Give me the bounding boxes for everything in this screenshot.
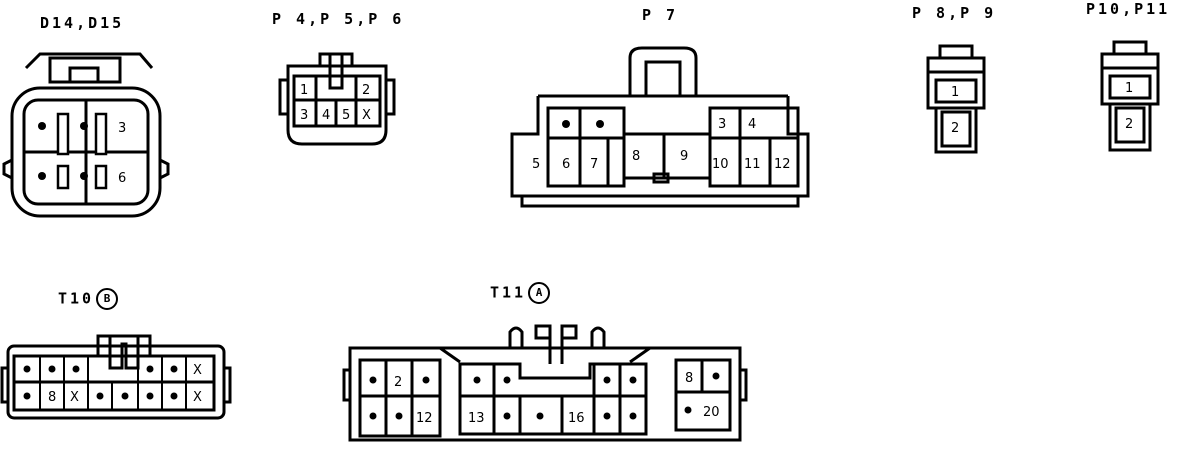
connector-p8-p9: 1 2 [926, 44, 986, 154]
label-p7: P 7 [642, 6, 679, 24]
pin-dot [38, 122, 46, 130]
pin-label: 2 [1125, 117, 1133, 132]
pin-dot [596, 120, 604, 128]
pin-label: 4 [748, 117, 756, 132]
pin-dot [603, 412, 611, 420]
pin-label: 2 [394, 375, 402, 390]
pin-dot [48, 365, 56, 373]
pin-dot [395, 412, 403, 420]
pin-dot [80, 172, 88, 180]
pin-dot [422, 376, 430, 384]
pin-dot [146, 392, 154, 400]
pin-dot [562, 120, 570, 128]
pin-label: 11 [744, 157, 761, 172]
label-t10-text: T10 [58, 289, 95, 308]
pin-dot [369, 412, 377, 420]
connector-t10: X 8 X X [0, 334, 232, 420]
label-t11-text: T11 [490, 283, 527, 302]
pin-label: 8 [632, 149, 640, 164]
label-p8-p9: P 8,P 9 [912, 4, 997, 22]
pin-dot [96, 392, 104, 400]
pin-label: 6 [562, 157, 570, 172]
pin-label: 10 [712, 157, 729, 172]
pin-dot [629, 376, 637, 384]
pin-label: X [70, 390, 79, 405]
pin-label: 16 [568, 411, 585, 426]
pin-label: 13 [468, 411, 485, 426]
connector-p7: 3 4 5 6 7 8 9 10 11 12 [510, 46, 810, 208]
circled-letter-badge: B [96, 288, 119, 310]
pin-dot [503, 412, 511, 420]
pin-dot [121, 392, 129, 400]
pin-dot [170, 392, 178, 400]
connector-d14-d15: 3 6 [2, 52, 170, 218]
connector-p4-p5-p6: 1 2 3 4 5 X [278, 52, 396, 146]
pin-label: 12 [416, 411, 433, 426]
pin-label: 1 [300, 83, 308, 98]
pin-label: X [193, 363, 202, 378]
circled-letter-badge: A [528, 282, 551, 304]
pin-label: 4 [322, 108, 330, 123]
pin-label: 20 [703, 405, 720, 420]
pin-label: 9 [680, 149, 688, 164]
pin-label: 12 [774, 157, 791, 172]
pin-label: 5 [532, 157, 540, 172]
pin-label: 7 [590, 157, 598, 172]
label-d14-d15: D14,D15 [40, 14, 125, 32]
pin-dot [80, 122, 88, 130]
pin-label: 3 [718, 117, 726, 132]
pin-dot [170, 365, 178, 373]
pin-label: 2 [362, 83, 370, 98]
pin-label: X [193, 390, 202, 405]
pin-label: 3 [118, 121, 126, 136]
pin-dot [72, 365, 80, 373]
pin-dot [23, 392, 31, 400]
pin-label: 8 [48, 390, 56, 405]
pin-dot [473, 376, 481, 384]
pin-label: 8 [685, 371, 693, 386]
pin-label: 3 [300, 108, 308, 123]
connector-t11: 2 12 13 16 8 20 [342, 324, 748, 442]
connector-p10-p11: 1 2 [1100, 40, 1160, 152]
pin-dot [629, 412, 637, 420]
pin-dot [684, 406, 692, 414]
label-p4-p5-p6: P 4,P 5,P 6 [272, 10, 405, 28]
pin-label: 5 [342, 108, 350, 123]
pin-label: 1 [1125, 81, 1133, 96]
pin-dot [603, 376, 611, 384]
pin-dot [712, 372, 720, 380]
pin-label: 1 [951, 85, 959, 100]
pin-dot [23, 365, 31, 373]
label-p10-p11: P10,P11 [1086, 0, 1171, 18]
pin-dot [503, 376, 511, 384]
pin-label: 2 [951, 121, 959, 136]
pin-dot [369, 376, 377, 384]
pin-label: X [362, 108, 371, 123]
pin-dot [146, 365, 154, 373]
pin-dot [536, 412, 544, 420]
pin-label: 6 [118, 171, 126, 186]
pin-dot [38, 172, 46, 180]
